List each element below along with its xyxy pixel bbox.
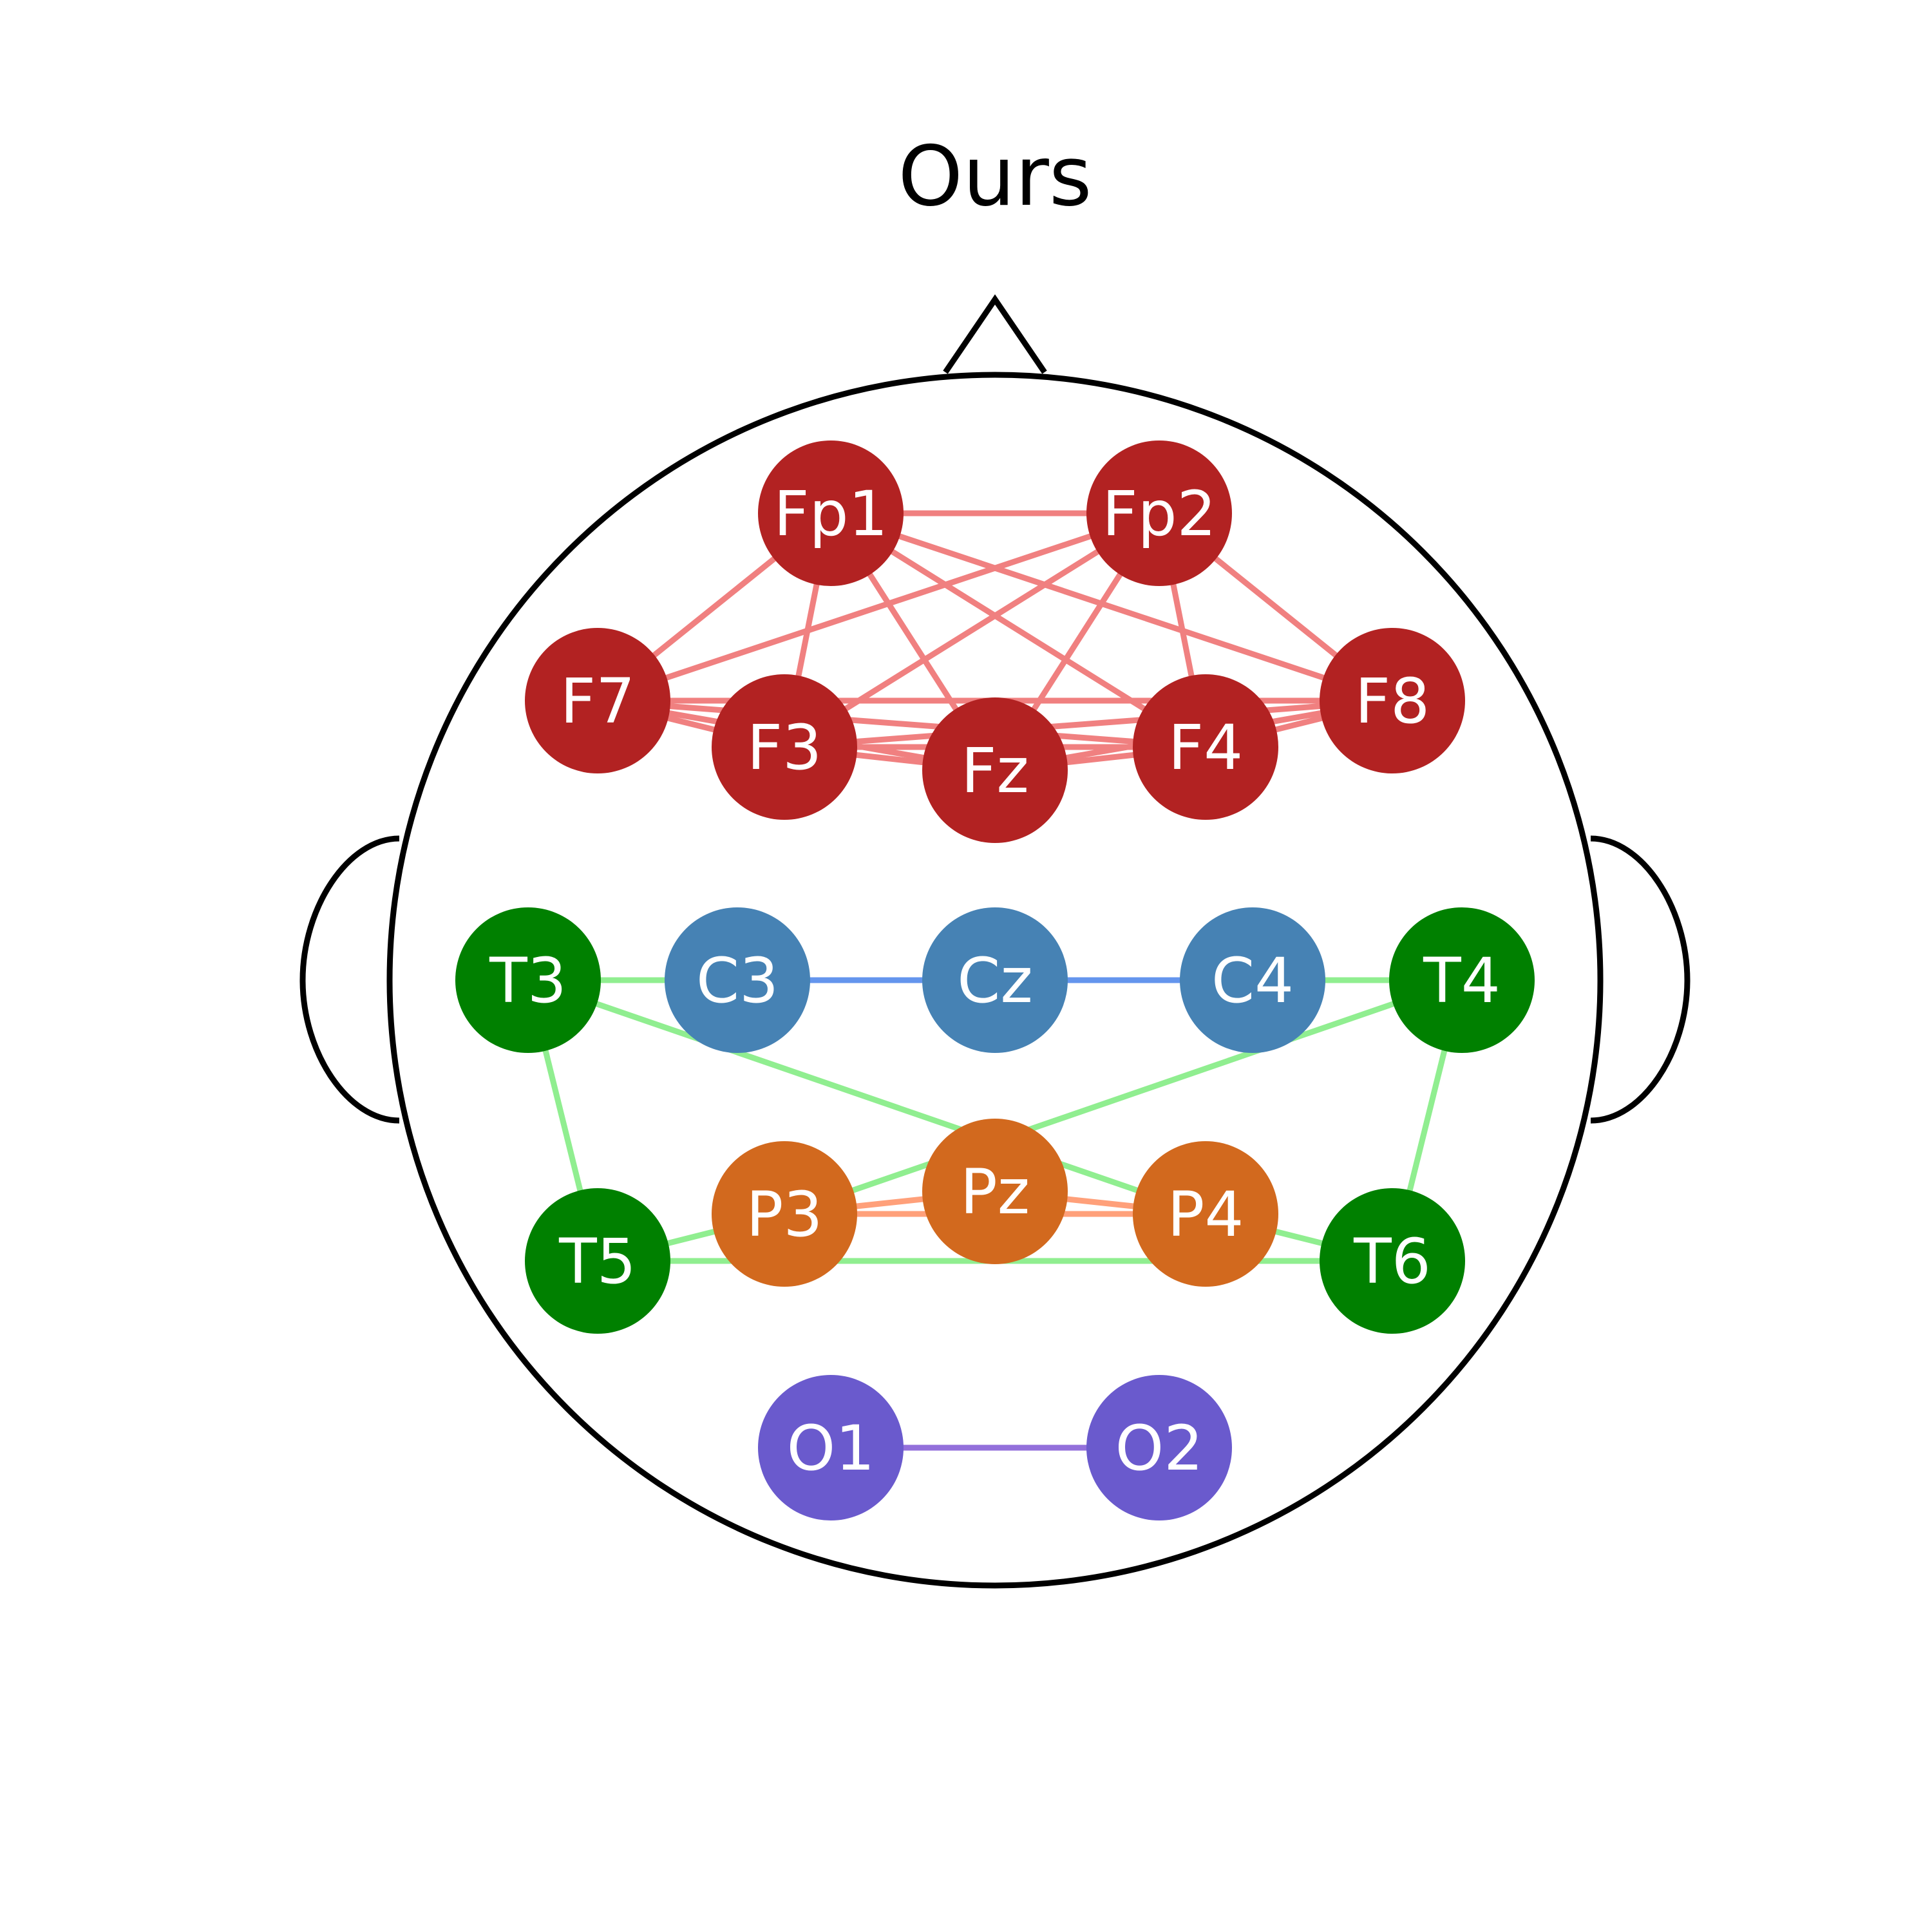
node-P3: P3 [712,1141,857,1287]
node-circle-P4 [1133,1141,1278,1287]
node-C3: C3 [665,907,810,1053]
node-circle-Fz [922,697,1068,843]
node-label-P3: P3 [746,1179,823,1251]
node-Pz: Pz [922,1119,1068,1264]
node-label-Fz: Fz [961,735,1029,807]
node-label-T5: T5 [558,1226,636,1298]
node-circle-Fp1 [758,440,904,586]
node-label-F4: F4 [1168,712,1243,784]
node-label-F3: F3 [747,712,822,784]
right-ear [1590,835,1690,1124]
edge-F7-F4 [597,697,1206,750]
node-circle-T6 [1320,1188,1465,1334]
node-F3: F3 [712,674,857,820]
node-label-O2: O2 [1115,1412,1204,1484]
node-label-Cz: Cz [957,945,1032,1017]
node-circle-T4 [1389,907,1535,1053]
edge-Fp2-F7 [596,510,1160,704]
node-circle-F3 [712,674,857,820]
node-label-C3: C3 [696,945,779,1017]
node-circle-F4 [1133,674,1278,820]
node-T5: T5 [525,1188,670,1334]
node-label-F7: F7 [560,665,635,737]
edge-Fp1-F8 [829,510,1394,704]
node-label-T4: T4 [1423,945,1501,1017]
node-F8: F8 [1320,628,1465,773]
node-label-Fp1: Fp1 [773,478,887,550]
node-circle-F7 [525,628,670,773]
edge-T4-P3 [783,977,1463,1217]
node-Fp2: Fp2 [1086,440,1232,586]
node-circle-O2 [1086,1375,1232,1520]
node-C4: C4 [1180,907,1325,1053]
node-circle-Pz [922,1119,1068,1264]
node-label-F8: F8 [1355,665,1430,737]
node-O1: O1 [758,1375,904,1520]
node-T4: T4 [1389,907,1535,1053]
node-label-T6: T6 [1353,1226,1431,1298]
node-label-C4: C4 [1211,945,1294,1017]
node-F7: F7 [525,628,670,773]
edge-F3-F8 [784,697,1393,750]
node-circle-Fp2 [1086,440,1232,586]
node-Fz: Fz [922,697,1068,843]
node-circle-T5 [525,1188,670,1334]
node-label-P4: P4 [1168,1179,1244,1251]
node-P4: P4 [1133,1141,1278,1287]
node-circle-T3 [455,907,601,1053]
left-ear [299,835,400,1124]
edge-Fp2-F3 [782,511,1161,750]
node-label-Fp2: Fp2 [1102,478,1216,550]
edge-T3-P4 [527,977,1207,1217]
node-Fp1: Fp1 [758,440,904,586]
node-Cz: Cz [922,907,1068,1053]
node-label-T3: T3 [489,945,567,1017]
node-label-O1: O1 [787,1412,875,1484]
nose [943,294,1047,374]
node-circle-F8 [1320,628,1465,773]
node-circle-O1 [758,1375,904,1520]
edge-Fp1-F4 [829,511,1208,750]
node-label-Pz: Pz [960,1156,1030,1228]
node-circle-C3 [665,907,810,1053]
node-circle-P3 [712,1141,857,1287]
node-circle-C4 [1180,907,1325,1053]
node-T6: T6 [1320,1188,1465,1334]
node-O2: O2 [1086,1375,1232,1520]
diagram-title: Ours [898,129,1092,225]
node-F4: F4 [1133,674,1278,820]
node-circle-Cz [922,907,1068,1053]
node-T3: T3 [455,907,601,1053]
